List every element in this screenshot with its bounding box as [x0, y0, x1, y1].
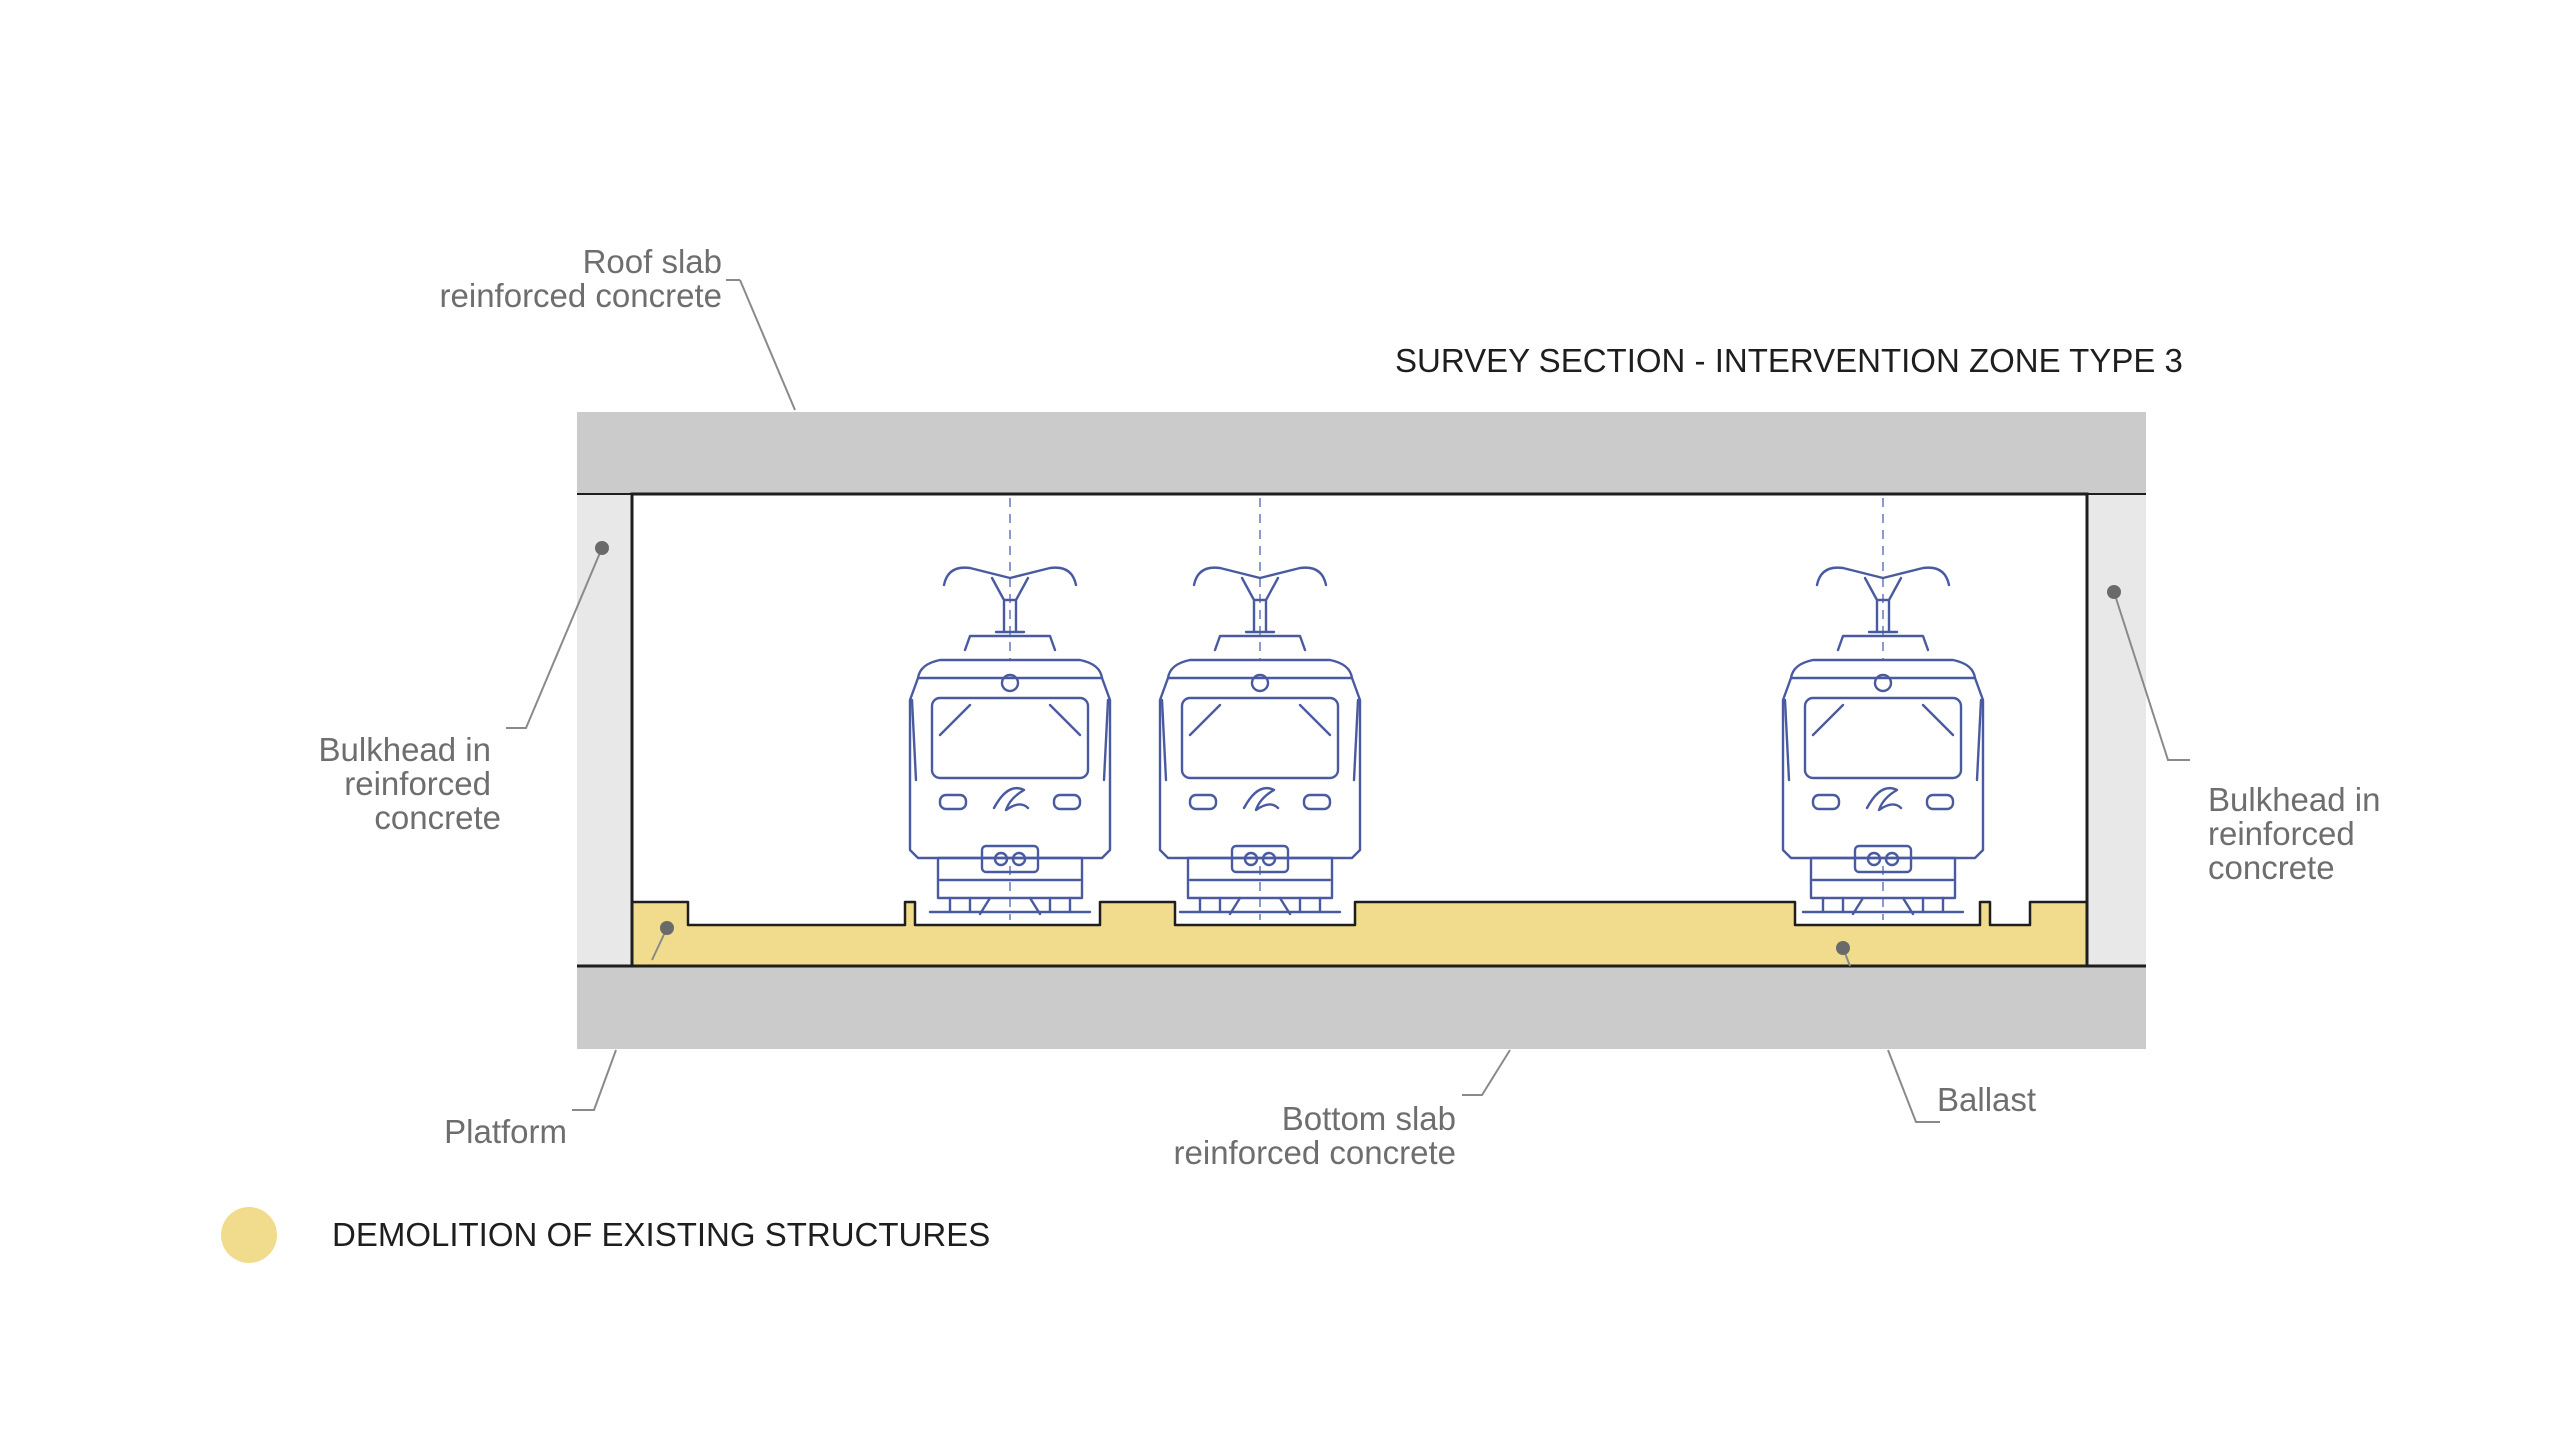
demolition-zone	[632, 902, 2087, 966]
headlight-right	[1302, 793, 1332, 811]
roof-slab-label-2: reinforced concrete	[440, 277, 722, 314]
pantograph-bow	[1815, 566, 1951, 587]
windshield	[1180, 696, 1340, 780]
bulkhead-right	[2087, 494, 2146, 966]
side-edges	[1160, 698, 1360, 782]
roof-equipment	[963, 634, 1057, 652]
pantograph-arm	[1240, 576, 1280, 634]
roof-slab-label-1: Roof slab	[583, 243, 722, 280]
bulkhead-right-label-1: Bulkhead in	[2208, 781, 2380, 818]
coupler-pin-left	[993, 851, 1009, 867]
pantograph-arm	[990, 576, 1030, 634]
wipers	[938, 703, 1082, 737]
bulkhead-left-label-3: concrete	[374, 799, 501, 836]
top-light	[1000, 673, 1020, 693]
windshield	[930, 696, 1090, 780]
top-light	[1250, 673, 1270, 693]
undercarriage	[1188, 878, 1332, 916]
train-body	[908, 658, 1112, 860]
bulkhead-left-label-2: reinforced	[344, 765, 491, 802]
bulkhead-right-dot	[2107, 585, 2121, 599]
platform-label: Platform	[444, 1113, 567, 1150]
coupler-pin-left	[1866, 851, 1882, 867]
wipers	[1811, 703, 1955, 737]
diagram-title: SURVEY SECTION - INTERVENTION ZONE TYPE …	[1395, 342, 2183, 379]
roof-slab	[577, 412, 2146, 494]
headlight-right	[1052, 793, 1082, 811]
demolition-outline	[630, 900, 2089, 927]
coupler-pin-right	[1261, 851, 1277, 867]
platform-dot	[660, 921, 674, 935]
headlight-left	[938, 793, 968, 811]
train-1	[908, 498, 1112, 920]
windshield	[1803, 696, 1963, 780]
ballast-dot	[1836, 941, 1850, 955]
bulkhead-left-dot	[595, 541, 609, 555]
logo-icon	[1865, 786, 1903, 812]
bottom-slab-label-1: Bottom slab	[1282, 1100, 1456, 1137]
bulkhead-left-leader	[506, 547, 603, 729]
bottom-slab-label-2: reinforced concrete	[1174, 1134, 1456, 1171]
train-body	[1158, 658, 1362, 860]
bogie-frame	[1809, 856, 1957, 900]
roof-slab-leader	[739, 279, 796, 411]
bulkhead-right-label-2: reinforced	[2208, 815, 2355, 852]
headlight-right	[1925, 793, 1955, 811]
bogie-frame	[1186, 856, 1334, 900]
roof-equipment	[1836, 634, 1930, 652]
trains-layer	[908, 498, 1985, 920]
roof-equipment	[1213, 634, 1307, 652]
train-3	[1781, 498, 1985, 920]
wipers	[1188, 703, 1332, 737]
bottom-slab	[577, 966, 2146, 1049]
legend-demolition-swatch	[221, 1207, 277, 1263]
pantograph-arm	[1863, 576, 1903, 634]
pantograph-bow	[1192, 566, 1328, 587]
side-edges	[910, 698, 1110, 782]
top-light	[1873, 673, 1893, 693]
logo-icon	[1242, 786, 1280, 812]
coupler	[980, 844, 1040, 874]
bulkhead-right-leader	[2113, 591, 2190, 761]
ballast-label: Ballast	[1937, 1081, 2036, 1118]
bulkhead-left-label-1: Bulkhead in	[319, 731, 491, 768]
coupler	[1230, 844, 1290, 874]
coupler-pin-right	[1011, 851, 1027, 867]
headlight-left	[1811, 793, 1841, 811]
ballast-leader	[1887, 1049, 1940, 1123]
train-2	[1158, 498, 1362, 920]
platform-leader	[572, 1049, 617, 1111]
coupler	[1853, 844, 1913, 874]
logo-icon	[992, 786, 1030, 812]
headlight-left	[1188, 793, 1218, 811]
bogie-frame	[936, 856, 1084, 900]
coupler-pin-left	[1243, 851, 1259, 867]
pantograph-bow	[942, 566, 1078, 587]
undercarriage	[1811, 878, 1955, 916]
bulkhead-left	[577, 494, 632, 966]
coupler-pin-right	[1884, 851, 1900, 867]
bottom-slab-leader	[1462, 1049, 1511, 1096]
bulkhead-right-label-3: concrete	[2208, 849, 2335, 886]
side-edges	[1783, 698, 1983, 782]
train-body	[1781, 658, 1985, 860]
legend-demolition-label: DEMOLITION OF EXISTING STRUCTURES	[332, 1216, 990, 1253]
undercarriage	[938, 878, 1082, 916]
